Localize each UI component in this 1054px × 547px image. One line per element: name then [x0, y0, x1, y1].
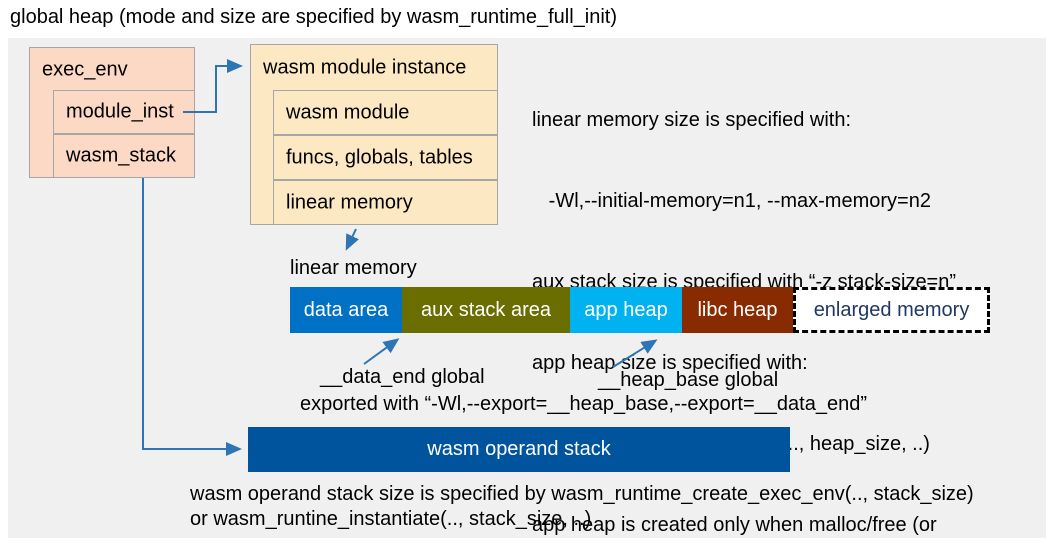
note-line: linear memory size is specified with: [532, 109, 851, 131]
wasm-module-label: wasm module [286, 101, 410, 123]
wasm-operand-stack-label: wasm operand stack [427, 438, 611, 460]
exec-env-row-wasm-stack: wasm_stack [53, 134, 195, 178]
note-line: -Wl,--initial-memory=n1, --max-memory=n2 [532, 190, 931, 212]
segment-label: enlarged memory [813, 298, 970, 321]
segment-data-area: data area [290, 287, 402, 333]
module-instance-title: wasm module instance [263, 56, 467, 79]
segment-enlarged-memory: enlarged memory [793, 287, 990, 333]
linear-memory-bar-title: linear memory [290, 257, 417, 279]
module-instance-row-wasm-module: wasm module [273, 90, 498, 135]
segment-label: aux stack area [420, 298, 552, 321]
funcs-globals-tables-label: funcs, globals, tables [286, 146, 473, 168]
wasm-operand-stack-bar: wasm operand stack [248, 427, 790, 472]
segment-label: libc heap [697, 298, 778, 321]
segment-label: data area [303, 298, 389, 321]
data-end-global-label: __data_end global [320, 366, 485, 388]
wasm-stack-label: wasm_stack [66, 144, 177, 167]
export-line-label: exported with “-Wl,--export=__heap_base,… [300, 393, 867, 415]
heap-base-global-label: __heap_base global [598, 369, 779, 391]
segment-libc-heap: libc heap [682, 287, 793, 333]
footer-line-2: or wasm_runtine_instantiate(.., stack_si… [190, 508, 592, 530]
module-instance-row-funcs: funcs, globals, tables [273, 135, 498, 180]
exec-env-title: exec_env [42, 58, 128, 81]
segment-label: app heap [584, 298, 668, 321]
module-inst-label: module_inst [66, 100, 174, 123]
segment-aux-stack-area: aux stack area [402, 287, 570, 333]
note-line: app heap is created only when malloc/fre… [532, 514, 937, 536]
exec-env-row-module-inst: module_inst [53, 90, 195, 134]
footer-line-1: wasm operand stack size is specified by … [190, 483, 974, 505]
segment-app-heap: app heap [570, 287, 682, 333]
diagram-title: global heap (mode and size are specified… [10, 6, 617, 28]
linear-memory-cell-label: linear memory [286, 191, 413, 213]
module-instance-row-linear-memory: linear memory [273, 180, 498, 225]
